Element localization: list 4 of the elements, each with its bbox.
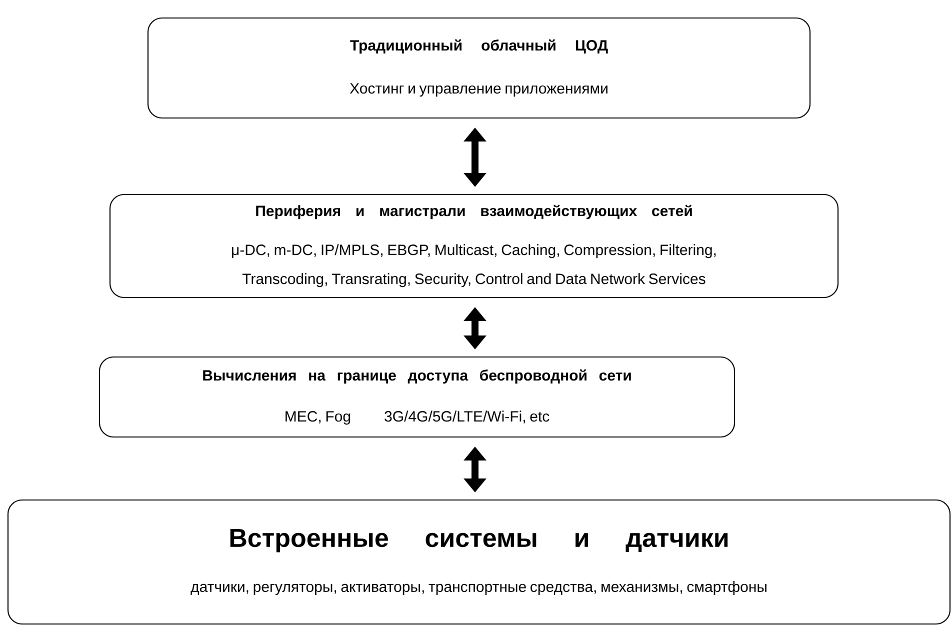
layer-box: Вычисления на границе доступа беспроводной сети MEC, Fog 3G/4G/5G/LTE/Wi-Fi, etc [98,356,736,438]
layer-box: Традиционный облачный ЦОД Хостинг и управление приложениями [147,17,811,119]
layer-box: Периферия и магистрали взаимодействующих сетей μ-DC, m-DC, IP/MPLS, EBGP, Multicast, Caching, Compression, Filtering, Transcoding, Transrating, Security, Control and Data Network Services [109,194,839,298]
layer-box: Встроенные системы и датчики датчики, регуляторы, активаторы, транспортные средства, механизмы, смартфоны [7,499,951,625]
